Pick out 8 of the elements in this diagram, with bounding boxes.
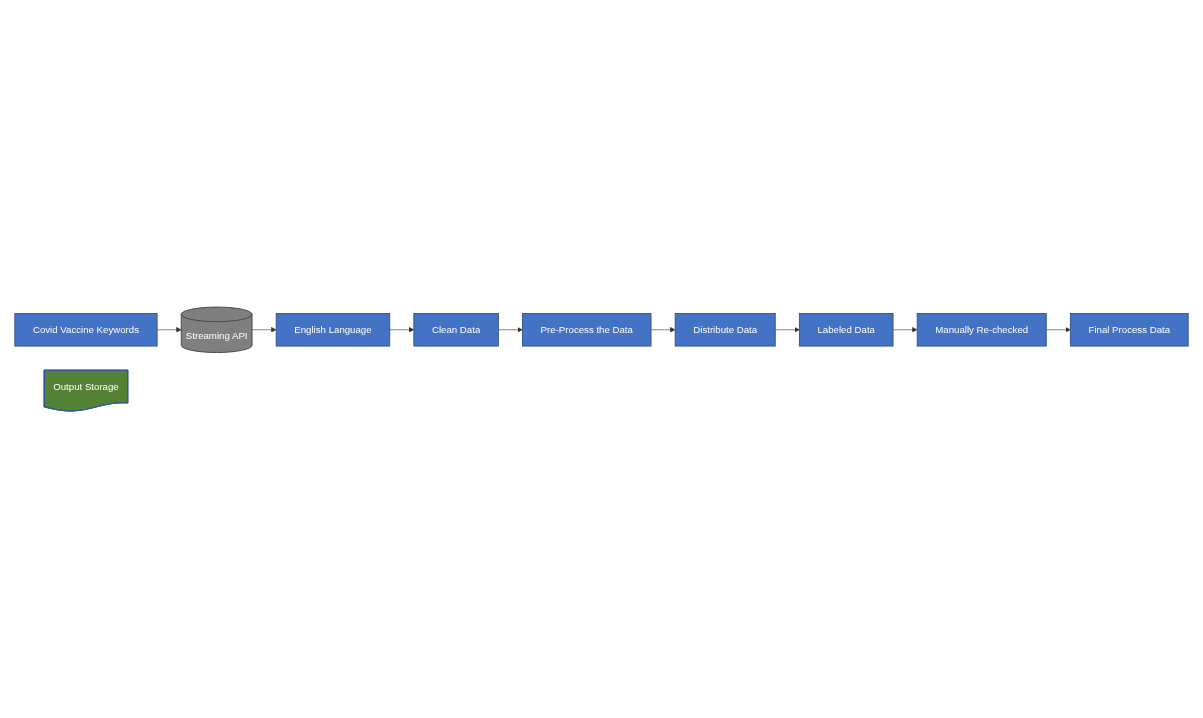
node-box: Manually Re-checked [916,313,1047,347]
node-box: English Language [275,313,391,347]
node-box: Final Process Data [1069,313,1189,347]
node-box: Distribute Data [674,313,776,347]
node-box: Labeled Data [798,313,894,347]
node-box: Covid Vaccine Keywords [14,313,158,347]
node-box: Pre-Process the Data [522,313,652,347]
node-box: Clean Data [413,313,499,347]
